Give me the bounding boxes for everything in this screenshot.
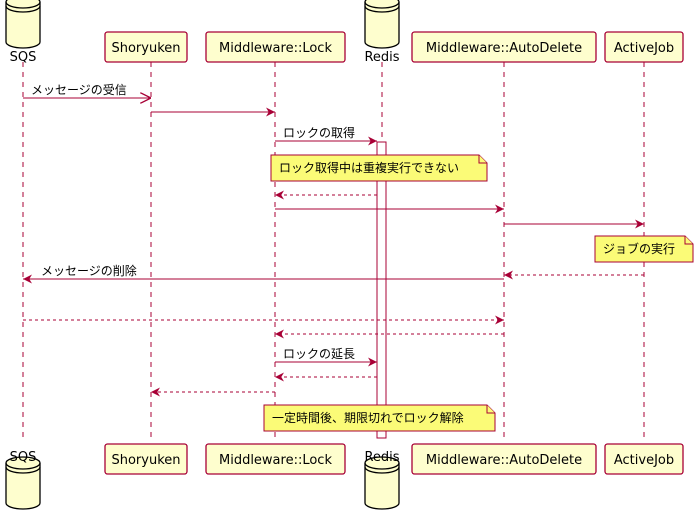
participant-activejob-top: ActiveJob [604,31,684,63]
database-icon [5,0,41,49]
participant-label: SQS [10,50,37,65]
note: ジョブの実行 [594,235,694,263]
message-lock-to-redis: ロックの延長 [275,347,377,367]
participant-label: SQS [10,450,37,465]
note-box [270,154,488,182]
participant-lock-top: Middleware::Lock [205,31,346,63]
participant-box [604,31,684,63]
note-box [594,235,694,263]
message-label: ロックの延長 [283,347,355,361]
message-label: メッセージの削除 [41,263,137,278]
participant-label: Redis [364,50,399,65]
participant-redis-top: Redis [364,0,400,65]
message-autodelete-to-sqs: メッセージの削除 [23,263,504,284]
note: 一定時間後、期限切れでロック解除 [263,404,496,432]
participant-label: Middleware::AutoDelete [426,41,582,56]
participant-lock-bottom: Middleware::Lock [205,443,346,475]
note-box [263,404,496,432]
note-text: 一定時間後、期限切れでロック解除 [272,410,464,425]
database-icon [364,456,400,510]
participant-box [411,443,597,475]
participant-box [411,31,597,63]
message-label: ロックの取得 [283,125,355,140]
participant-label: Middleware::AutoDelete [426,453,582,468]
participant-label: Middleware::Lock [219,41,332,56]
note-text: ロック取得中は重複実行できない [279,160,459,175]
activation-bar-redis [376,141,387,439]
message-sqs-to-shoryuken: メッセージの受信 [23,83,151,98]
participant-box [104,31,188,63]
participant-autodelete-bottom: Middleware::AutoDelete [411,443,597,475]
participant-label: Redis [364,450,399,465]
participant-box [104,443,188,475]
participant-label: ActiveJob [614,453,674,468]
participant-shoryuken-bottom: Shoryuken [104,443,188,475]
participant-label: ActiveJob [614,41,674,56]
participant-redis-bottom: Redis [364,450,400,510]
participant-label: Shoryuken [111,453,180,468]
participant-box [604,443,684,475]
participant-box [205,31,346,63]
note: ロック取得中は重複実行できない [270,154,488,182]
participant-label: Shoryuken [111,41,180,56]
participant-sqs-top: SQS [5,0,41,65]
note-text: ジョブの実行 [603,241,675,256]
participant-shoryuken-top: Shoryuken [104,31,188,63]
message-label: メッセージの受信 [31,83,127,97]
database-icon [5,456,41,510]
database-icon [364,0,400,49]
participant-autodelete-top: Middleware::AutoDelete [411,31,597,63]
participant-sqs-bottom: SQS [5,450,41,510]
participant-activejob-bottom: ActiveJob [604,443,684,475]
participant-box [205,443,346,475]
message-lock-to-redis: ロックの取得 [275,125,377,146]
participant-label: Middleware::Lock [219,453,332,468]
